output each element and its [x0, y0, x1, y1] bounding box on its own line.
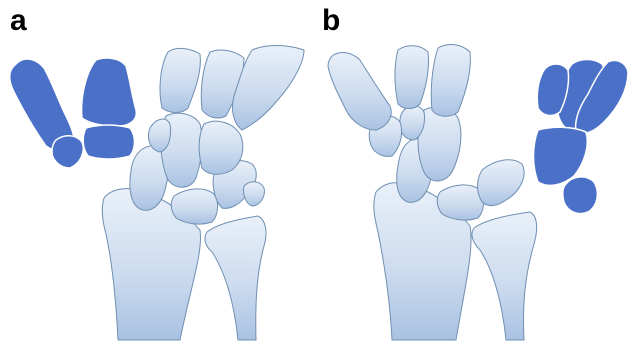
ulna-bone-a — [205, 216, 266, 340]
dark-bone-right-block-a — [83, 125, 134, 159]
dark-bone-left-small-a — [52, 136, 83, 168]
metacarpal-1-bone-b — [328, 53, 391, 130]
metacarpal-3-bone-b — [431, 45, 470, 117]
dark-bone-round-b — [563, 177, 598, 214]
panel-b-wrist — [328, 45, 628, 340]
pisiform-bone-a — [243, 182, 264, 206]
lunate-bone-a — [171, 189, 217, 224]
triquetrum-bone-b — [478, 160, 525, 206]
dark-bone-right-tall-a — [82, 58, 137, 126]
metacarpal-2-bone-b — [395, 46, 429, 109]
ulna-bone-b — [472, 212, 537, 340]
hamate-bone-a — [199, 121, 243, 174]
panel-a-wrist — [10, 46, 304, 341]
lunate-bone-b — [437, 185, 483, 220]
metacarpal-1-bone-a — [160, 48, 200, 112]
